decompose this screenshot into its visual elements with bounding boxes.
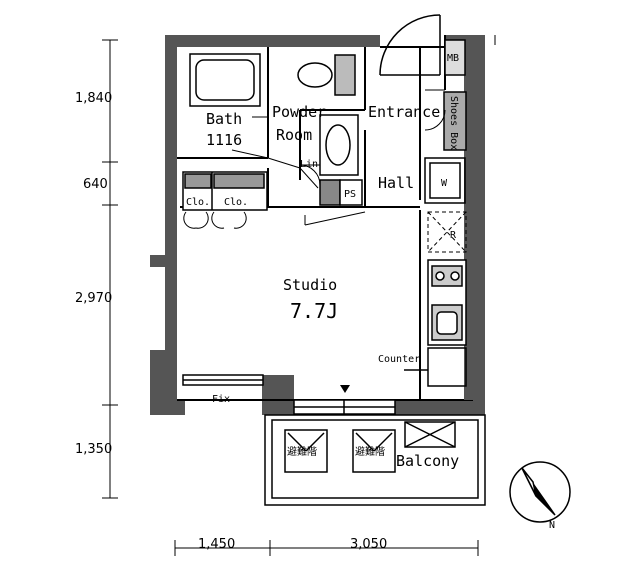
closet-1-label: Clo. [186, 197, 210, 208]
dim-bottom-2: 3,050 [350, 537, 387, 552]
studio-size: 7.7J [290, 299, 338, 323]
washer-label: W [441, 178, 448, 189]
refrigerator-space [427, 211, 467, 253]
dimension-lines [102, 35, 496, 556]
evac-ladder-2: 避難階 [355, 445, 385, 458]
counter [404, 347, 467, 387]
bath-size: 1116 [206, 131, 242, 149]
balcony [264, 414, 486, 506]
linen-label: Lin [300, 159, 318, 170]
wall-fill-right [464, 47, 473, 400]
toilet [297, 54, 356, 96]
studio-label: Studio [283, 276, 337, 294]
balcony-label: Balcony [396, 452, 459, 470]
ps-label: PS [344, 189, 356, 200]
entry-arrow [340, 385, 350, 393]
washer [424, 157, 466, 204]
hall-door[interactable] [304, 211, 366, 226]
dim-left-4: 1,350 [75, 442, 112, 457]
closet-2-label: Clo. [224, 197, 248, 208]
shoes-box-label: Shoes Box [448, 96, 459, 150]
kitchen-counter [427, 259, 467, 346]
evac-ladder-1: 避難階 [287, 445, 317, 458]
meter-box [444, 39, 466, 76]
dim-bottom-1: 1,450 [198, 537, 235, 552]
washbasin [319, 114, 359, 176]
counter-label: Counter [378, 354, 420, 365]
leader-lines [231, 116, 319, 189]
dim-left-1: 1,840 [75, 91, 112, 106]
closets [182, 171, 268, 211]
shoes-box [443, 91, 467, 151]
hall-label: Hall [378, 174, 414, 192]
dim-left-2: 640 [83, 177, 108, 192]
compass [509, 461, 571, 523]
meter-box-label: MB [447, 53, 459, 64]
powder-room-label-2: Room [276, 126, 312, 144]
entrance-label: Entrance [368, 103, 440, 121]
powder-room-label-1: Powder [272, 103, 326, 121]
studio-window [182, 374, 396, 415]
refrigerator-label: R [450, 230, 457, 241]
entrance-door[interactable] [379, 14, 441, 76]
outer-walls [150, 35, 485, 415]
bathtub [189, 53, 261, 107]
bathroom-doors[interactable] [299, 89, 446, 186]
dim-left-3: 2,970 [75, 291, 112, 306]
compass-north-label: N [549, 520, 555, 531]
fix-window-label: Fix [212, 394, 230, 405]
bath-label: Bath [206, 110, 242, 128]
closet-doors[interactable] [183, 211, 247, 229]
linen-shaft [319, 179, 363, 206]
